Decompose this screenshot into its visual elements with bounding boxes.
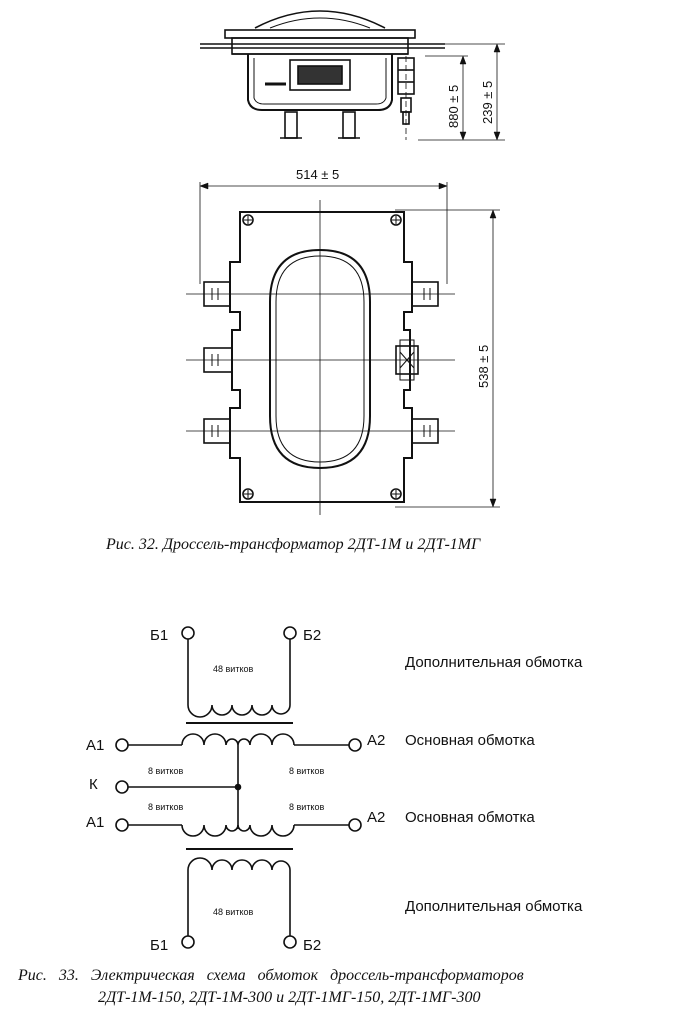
terminal-b2-bottom: Б2 xyxy=(303,937,321,954)
desc-main-lower: Основная обмотка xyxy=(405,809,535,826)
turns-right-upper-8: 8 витков xyxy=(289,766,324,776)
turns-left-lower-8: 8 витков xyxy=(148,802,183,812)
plan-view-drawing xyxy=(186,182,500,515)
terminal-k: К xyxy=(89,776,98,793)
turns-bottom-48: 48 витков xyxy=(213,907,253,917)
desc-additional-bottom: Дополнительная обмотка xyxy=(405,898,583,915)
dim-side-total: 239 ± 5 xyxy=(480,81,495,124)
terminal-b2-top: Б2 xyxy=(303,627,321,644)
side-view-drawing xyxy=(200,10,505,141)
desc-additional-top: Дополнительная обмотка xyxy=(405,654,583,671)
dim-width: 514 ± 5 xyxy=(296,167,339,182)
dim-side-inner: 880 ± 5 xyxy=(446,85,461,128)
turns-left-upper-8: 8 витков xyxy=(148,766,183,776)
desc-main-upper: Основная обмотка xyxy=(405,732,535,749)
caption-fig-33-line1: Рис. 33. Электрическая схема обмоток дро… xyxy=(18,967,524,984)
terminal-a1-lower: А1 xyxy=(86,814,104,831)
terminal-b1-top: Б1 xyxy=(150,627,168,644)
caption-fig-33-line2: 2ДТ-1М-150, 2ДТ-1М-300 и 2ДТ-1МГ-150, 2Д… xyxy=(98,989,481,1006)
terminal-a2-lower: А2 xyxy=(367,809,385,826)
terminal-a2-upper: А2 xyxy=(367,732,385,749)
turns-top-48: 48 витков xyxy=(213,664,253,674)
turns-right-lower-8: 8 витков xyxy=(289,802,324,812)
winding-schematic xyxy=(115,626,362,949)
dim-height: 538 ± 5 xyxy=(476,345,491,388)
terminal-b1-bottom: Б1 xyxy=(150,937,168,954)
terminal-a1-upper: А1 xyxy=(86,737,104,754)
caption-fig-32: Рис. 32. Дроссель-трансформатор 2ДТ-1М и… xyxy=(106,536,481,553)
